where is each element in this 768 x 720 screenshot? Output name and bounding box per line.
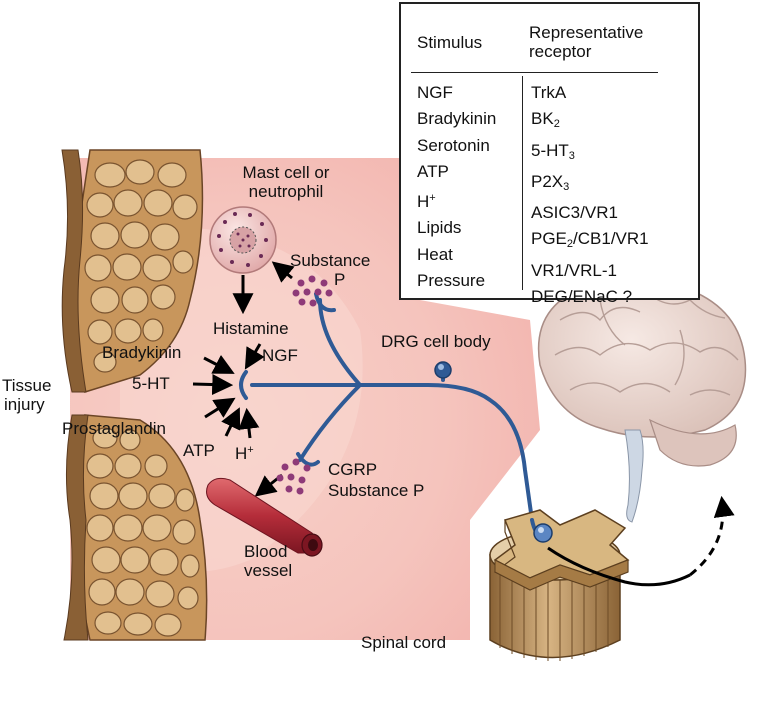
atp-label: ATP bbox=[183, 441, 215, 460]
table-stimulus-cell: Serotonin bbox=[417, 135, 490, 155]
table-header-rule bbox=[411, 72, 658, 73]
receptor-header-line-2: receptor bbox=[529, 42, 592, 61]
bradykinin-arrow bbox=[203, 354, 235, 374]
table-receptor-cell: 5-HT3 bbox=[531, 140, 575, 162]
bradykinin-label: Bradykinin bbox=[102, 343, 182, 362]
blood-vessel bbox=[206, 477, 323, 557]
spinal-cord bbox=[489, 509, 630, 661]
sensory-neuron bbox=[239, 292, 534, 522]
table-stimulus-cell: Bradykinin bbox=[417, 109, 497, 129]
mast-cell bbox=[209, 206, 277, 274]
histamine-label: Histamine bbox=[213, 319, 289, 338]
receptor-header-line-1: Representative bbox=[529, 23, 644, 42]
cord-synapse bbox=[533, 523, 553, 543]
table-receptor-cell: DEG/ENaC ? bbox=[531, 287, 633, 307]
table-stimulus-cell: Pressure bbox=[417, 271, 486, 291]
upper-skin-edge bbox=[61, 149, 87, 393]
five-ht-label: 5-HT bbox=[132, 374, 170, 393]
brain bbox=[537, 273, 747, 523]
five-ht-arrow bbox=[192, 374, 234, 396]
histamine-arrow bbox=[244, 343, 265, 370]
cgrp-granules bbox=[276, 458, 311, 495]
h-plus-label: H+ bbox=[235, 444, 254, 463]
prostaglandin-arrow bbox=[204, 397, 236, 419]
h-plus-arrow bbox=[238, 407, 260, 439]
table-receptor-cell: ASIC3/VR1 bbox=[531, 203, 618, 223]
table-receptor-cell: P2X3 bbox=[531, 171, 570, 193]
drg-cell-body-soma bbox=[434, 361, 452, 379]
table-column-divider bbox=[522, 76, 523, 290]
drg-cell-body-label: DRG cell body bbox=[381, 332, 491, 351]
ascending-pathway-dashed bbox=[689, 495, 735, 577]
table-stimulus-cell: ATP bbox=[417, 161, 449, 181]
substance-p-to-mast-arrow bbox=[271, 261, 295, 283]
prostaglandin-label: Prostaglandin bbox=[62, 419, 166, 438]
ngf-label: NGF bbox=[262, 346, 298, 365]
signal-arrows bbox=[192, 261, 295, 497]
table-receptor-cell: VR1/VRL-1 bbox=[531, 260, 617, 280]
table-stimulus-cell: Lipids bbox=[417, 218, 462, 238]
lower-skin-cells bbox=[86, 427, 200, 637]
cgrp-label: CGRP bbox=[328, 460, 378, 479]
lower-skin-edge bbox=[63, 414, 89, 641]
substance-p-granules bbox=[292, 275, 333, 307]
receptor-table: Stimulus Representative receptor NGF Brad… bbox=[399, 2, 700, 306]
atp-arrow bbox=[221, 407, 241, 437]
table-stimulus-cell: Heat bbox=[417, 244, 453, 264]
table-receptor-cell: BK2 bbox=[531, 109, 560, 131]
table-stimulus-cell: NGF bbox=[417, 83, 453, 102]
spinal-cord-label: Spinal cord bbox=[361, 633, 447, 652]
stimulus-header: Stimulus bbox=[417, 33, 483, 52]
table-receptor-cell: PGE2/CB1/VR1 bbox=[531, 229, 649, 251]
upper-skin-cells bbox=[84, 159, 198, 373]
table-stimulus-cell: H+ bbox=[417, 192, 436, 212]
table-receptor-cell: TrkA bbox=[531, 83, 567, 102]
substance-p-bottom-label: Substance P bbox=[328, 481, 425, 500]
ascending-pathway-solid bbox=[547, 546, 691, 587]
